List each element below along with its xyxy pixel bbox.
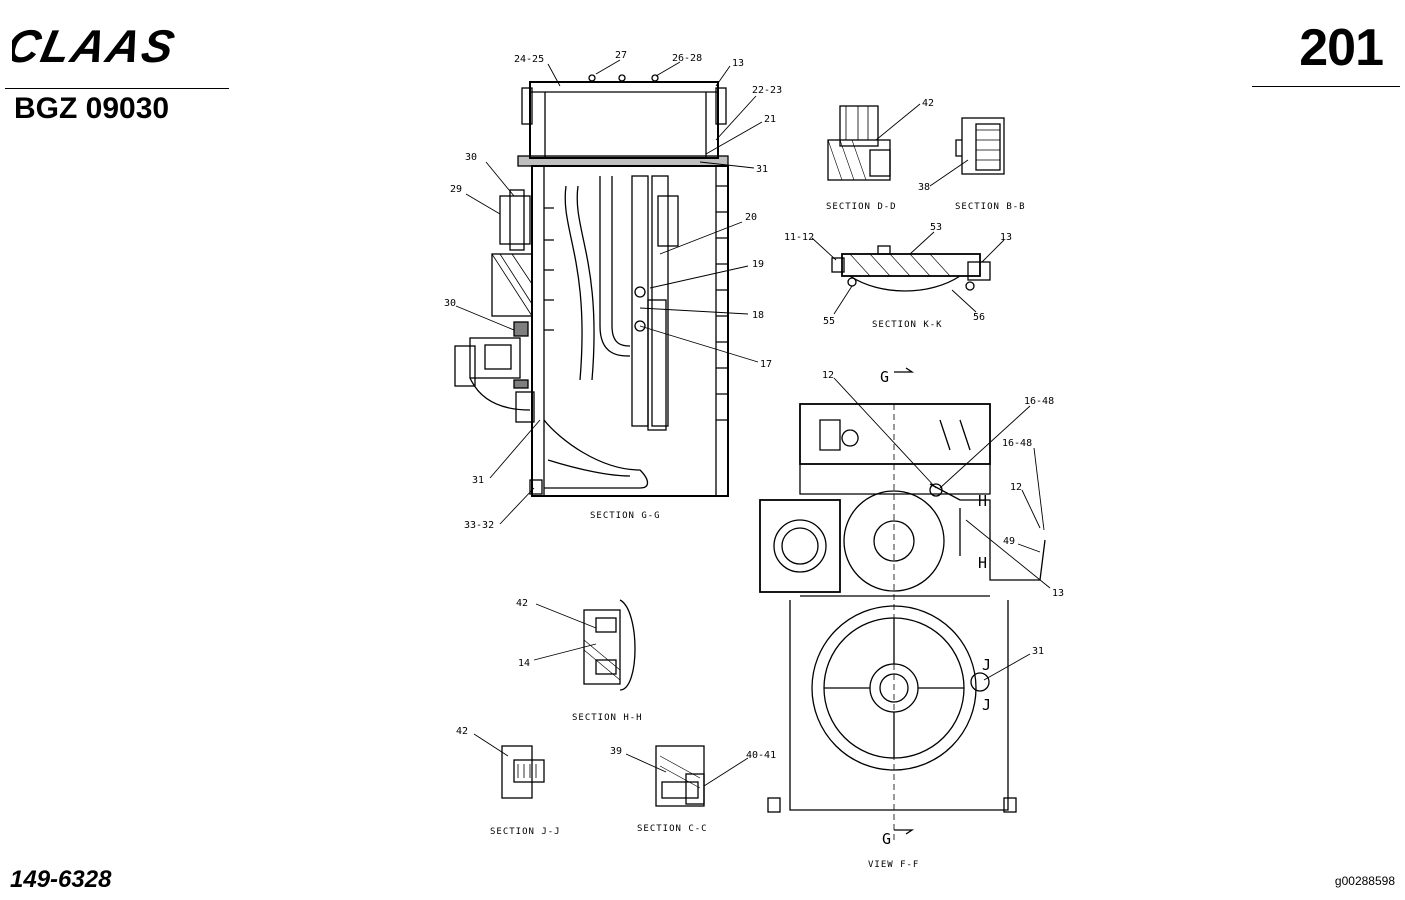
- callout-21: 21: [764, 114, 776, 125]
- callout-30-mid: 30: [444, 298, 456, 309]
- header-rule-left: [5, 88, 229, 89]
- marker-j-lower: J: [982, 696, 991, 714]
- callout-13-kk: 13: [1000, 232, 1012, 243]
- callout-40-41: 40-41: [746, 750, 776, 761]
- callout-49: 49: [1003, 536, 1015, 547]
- callout-26-28: 26-28: [672, 53, 702, 64]
- section-d-d-view: [827, 105, 891, 181]
- marker-h-upper: H: [978, 492, 987, 510]
- header-rule-right: [1252, 86, 1400, 87]
- section-k-k-view: [831, 245, 991, 292]
- leader-lines: [455, 59, 1051, 787]
- callout-14: 14: [518, 658, 530, 669]
- section-j-j-view: [501, 745, 545, 799]
- marker-g-bottom: G: [882, 830, 891, 848]
- image-id: g00288598: [1334, 874, 1395, 888]
- callout-16-48-b: 16-48: [1002, 438, 1032, 449]
- callout-30-top: 30: [465, 152, 477, 163]
- callout-13-view: 13: [1052, 588, 1064, 599]
- view-f-f: [759, 367, 1046, 840]
- callout-42-dd: 42: [922, 98, 934, 109]
- callout-11-12: 11-12: [784, 232, 814, 243]
- part-number: 149-6328: [10, 866, 112, 893]
- label-section-d-d: SECTION D-D: [826, 202, 897, 212]
- callout-18: 18: [752, 310, 764, 321]
- callout-12-side: 12: [1010, 482, 1022, 493]
- marker-h-lower: H: [978, 554, 987, 572]
- callout-13-top: 13: [732, 58, 744, 69]
- callout-55: 55: [823, 316, 835, 327]
- callout-53: 53: [930, 222, 942, 233]
- callout-38: 38: [918, 182, 930, 193]
- callout-19: 19: [752, 259, 764, 270]
- label-section-g-g: SECTION G-G: [590, 511, 661, 521]
- label-section-c-c: SECTION C-C: [637, 824, 708, 834]
- callout-17: 17: [760, 359, 772, 370]
- label-section-h-h: SECTION H-H: [572, 713, 643, 723]
- label-view-f-f: VIEW F-F: [868, 860, 919, 870]
- label-section-k-k: SECTION K-K: [872, 320, 943, 330]
- callout-31-view: 31: [1032, 646, 1044, 657]
- callout-24-25: 24-25: [514, 54, 544, 65]
- callout-22-23: 22-23: [752, 85, 782, 96]
- model-code: BGZ 09030: [14, 92, 170, 125]
- claas-logo: CLAAS: [12, 22, 181, 70]
- label-section-b-b: SECTION B-B: [955, 202, 1026, 212]
- callout-42-hh: 42: [516, 598, 528, 609]
- marker-j-upper: J: [982, 656, 991, 674]
- sheet-number: 201: [1299, 19, 1384, 77]
- callout-39: 39: [610, 746, 622, 757]
- callout-20: 20: [745, 212, 757, 223]
- callout-31-top: 31: [756, 164, 768, 175]
- section-g-g-view: [454, 74, 729, 497]
- callout-12-view: 12: [822, 370, 834, 381]
- section-b-b-view: [955, 117, 1005, 175]
- section-c-c-view: [655, 745, 705, 807]
- callout-33-32: 33-32: [464, 520, 494, 531]
- callout-29: 29: [450, 184, 462, 195]
- callout-27: 27: [615, 50, 627, 61]
- brand-wordmark: CLAAS: [12, 22, 181, 70]
- label-section-j-j: SECTION J-J: [490, 827, 561, 837]
- callout-31-low: 31: [472, 475, 484, 486]
- callout-16-48-a: 16-48: [1024, 396, 1054, 407]
- callout-56: 56: [973, 312, 985, 323]
- callout-42-jj: 42: [456, 726, 468, 737]
- marker-g-top: G: [880, 368, 889, 386]
